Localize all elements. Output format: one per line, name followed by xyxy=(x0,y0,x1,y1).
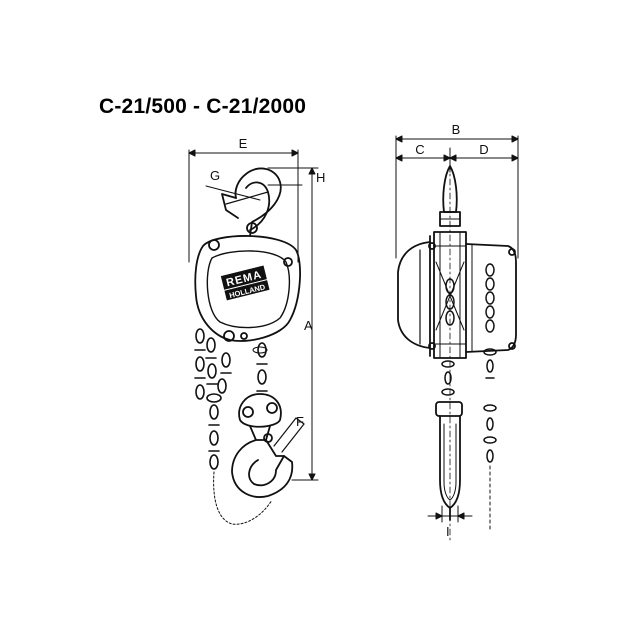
side-view: B C D xyxy=(395,122,519,541)
dimension-e xyxy=(188,149,299,263)
load-chain-side xyxy=(441,278,455,396)
dimension-label-b: B xyxy=(452,122,461,137)
bottom-hook xyxy=(231,417,305,498)
bottom-hook-side xyxy=(435,401,463,521)
dimension-a xyxy=(283,167,319,481)
dimension-label-a: A xyxy=(304,318,313,333)
page-title: C-21/500 - C-21/2000 xyxy=(99,95,307,118)
dimension-c-d xyxy=(395,147,519,173)
dimension-h xyxy=(267,167,303,186)
top-hook-side xyxy=(439,165,461,227)
top-hook xyxy=(221,167,282,237)
hand-chain-left xyxy=(194,328,273,525)
dimension-label-g: G xyxy=(210,168,220,183)
dimension-label-h: H xyxy=(316,170,325,185)
hand-wheel-cover xyxy=(397,235,436,357)
dimension-i xyxy=(427,505,473,523)
dimension-label-i: I xyxy=(446,524,450,539)
dimension-label-e: E xyxy=(239,136,248,151)
bottom-hook-block xyxy=(238,393,282,443)
dimension-g-leader xyxy=(205,185,261,201)
gear-housing xyxy=(465,243,517,353)
load-chain xyxy=(252,342,268,392)
front-view: E A H G xyxy=(188,136,325,525)
brand-logo: REMA HOLLAND xyxy=(220,265,270,301)
hand-chain-side xyxy=(483,263,497,531)
dimension-label-d: D xyxy=(479,142,488,157)
side-plates xyxy=(433,231,467,359)
dimension-label-f: F xyxy=(296,414,304,429)
hoist-body xyxy=(194,235,301,342)
dimension-b xyxy=(395,135,519,259)
dimension-label-c: C xyxy=(415,142,424,157)
